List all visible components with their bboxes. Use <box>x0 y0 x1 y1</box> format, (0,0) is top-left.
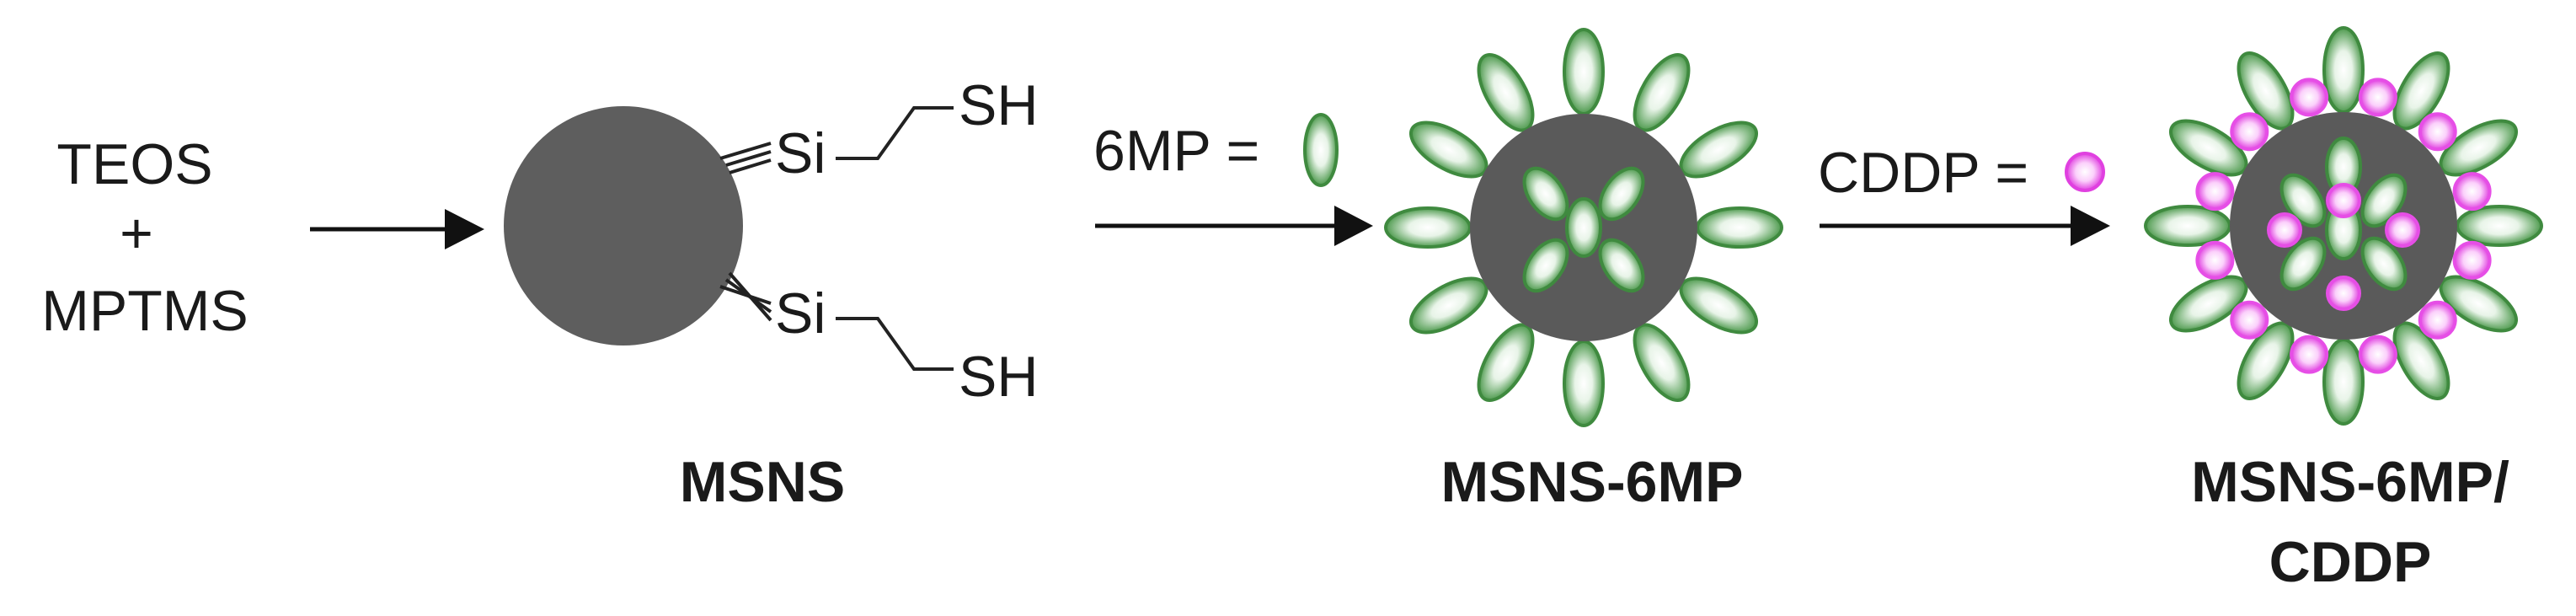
core-6mp-molecule <box>2279 173 2327 228</box>
si-bottom-label: Si <box>775 281 826 345</box>
surface-6mp-molecule <box>2322 338 2365 426</box>
surface-cddp-molecule <box>2290 335 2329 374</box>
reaction-arrow-1 <box>310 209 484 249</box>
surface-6mp-molecule <box>1563 28 1605 115</box>
msns-core <box>504 106 743 345</box>
surface-cddp-molecule <box>2358 78 2397 117</box>
propyl-chain-top <box>836 106 954 160</box>
core-6mp-molecule <box>2360 173 2408 228</box>
msns-label: MSNS <box>680 450 845 514</box>
msns-6mp-label: MSNS-6MP <box>1441 450 1744 514</box>
surface-cddp-molecule <box>2418 300 2457 340</box>
si-top-label: Si <box>775 121 826 185</box>
legend-cddp-icon <box>2065 152 2105 192</box>
msns-6mp-cddp-label-line1: MSNS-6MP/ <box>2191 450 2509 514</box>
surface-6mp-molecule <box>1408 276 1488 335</box>
surface-6mp-molecule <box>1384 206 1472 249</box>
surface-6mp-molecule <box>1477 323 1535 403</box>
mptms-label: MPTMS <box>41 279 249 343</box>
core-6mp-molecule <box>1565 197 1602 258</box>
surface-cddp-molecule <box>2195 172 2235 212</box>
surface-6mp-molecule <box>1477 52 1535 132</box>
plus-sign: + <box>120 201 153 265</box>
core-cddp-molecule <box>2267 212 2302 248</box>
msns-particle: Si Si SH SH <box>504 73 1038 409</box>
msns-6mp-particle <box>1384 28 1783 427</box>
surface-cddp-molecule <box>2230 300 2269 340</box>
core-6mp-molecule <box>1522 238 1569 293</box>
surface-cddp-molecule <box>2452 172 2492 212</box>
legend-cddp: CDDP = <box>1818 141 2105 205</box>
surface-6mp-molecule <box>2456 205 2543 247</box>
core-6mp-molecule <box>1598 166 1645 222</box>
surface-6mp-molecule <box>1679 121 1759 179</box>
core-6mp-molecule <box>2279 236 2327 292</box>
surface-6mp-molecule <box>1633 52 1691 132</box>
sh-top-label: SH <box>959 73 1038 137</box>
core-6mp-molecule <box>1598 238 1645 293</box>
reaction-arrow-3 <box>1820 206 2110 246</box>
core-cddp-molecule <box>2385 212 2420 248</box>
surface-cddp-molecule <box>2230 112 2269 152</box>
teos-label: TEOS <box>56 132 212 196</box>
surface-cddp-molecule <box>2358 335 2397 374</box>
surface-6mp-molecule <box>2322 26 2365 114</box>
legend-6mp-text: 6MP = <box>1093 119 1259 183</box>
surface-6mp-molecule <box>2144 205 2231 247</box>
surface-cddp-molecule <box>2418 112 2457 152</box>
surface-6mp-molecule <box>1633 323 1691 403</box>
surface-cddp-molecule <box>2290 78 2329 117</box>
sh-bottom-label: SH <box>959 345 1038 409</box>
core-cddp-molecule <box>2326 183 2361 218</box>
surface-6mp-molecule <box>1696 206 1783 249</box>
legend-cddp-text: CDDP = <box>1818 141 2028 205</box>
propyl-chain-bottom <box>836 317 954 371</box>
surface-6mp-molecule <box>1679 276 1759 335</box>
surface-6mp-molecule <box>1408 121 1488 179</box>
reaction-arrow-2 <box>1095 206 1373 246</box>
core-6mp-molecule <box>2360 236 2408 292</box>
silane-bonds-top <box>719 142 772 174</box>
legend-6mp-icon <box>1303 113 1339 187</box>
surface-cddp-molecule <box>2195 240 2235 280</box>
reagents: TEOS + MPTMS <box>41 132 249 343</box>
msns-6mp-cddp-label-line2: CDDP <box>2269 530 2432 594</box>
core-cddp-molecule <box>2326 276 2361 311</box>
surface-6mp-molecule <box>1563 340 1605 427</box>
silane-bonds-bottom <box>719 271 772 322</box>
core-6mp-molecule <box>1522 166 1569 222</box>
msns-6mp-cddp-particle <box>2144 26 2543 426</box>
legend-6mp: 6MP = <box>1093 113 1339 187</box>
surface-cddp-molecule <box>2452 240 2492 280</box>
